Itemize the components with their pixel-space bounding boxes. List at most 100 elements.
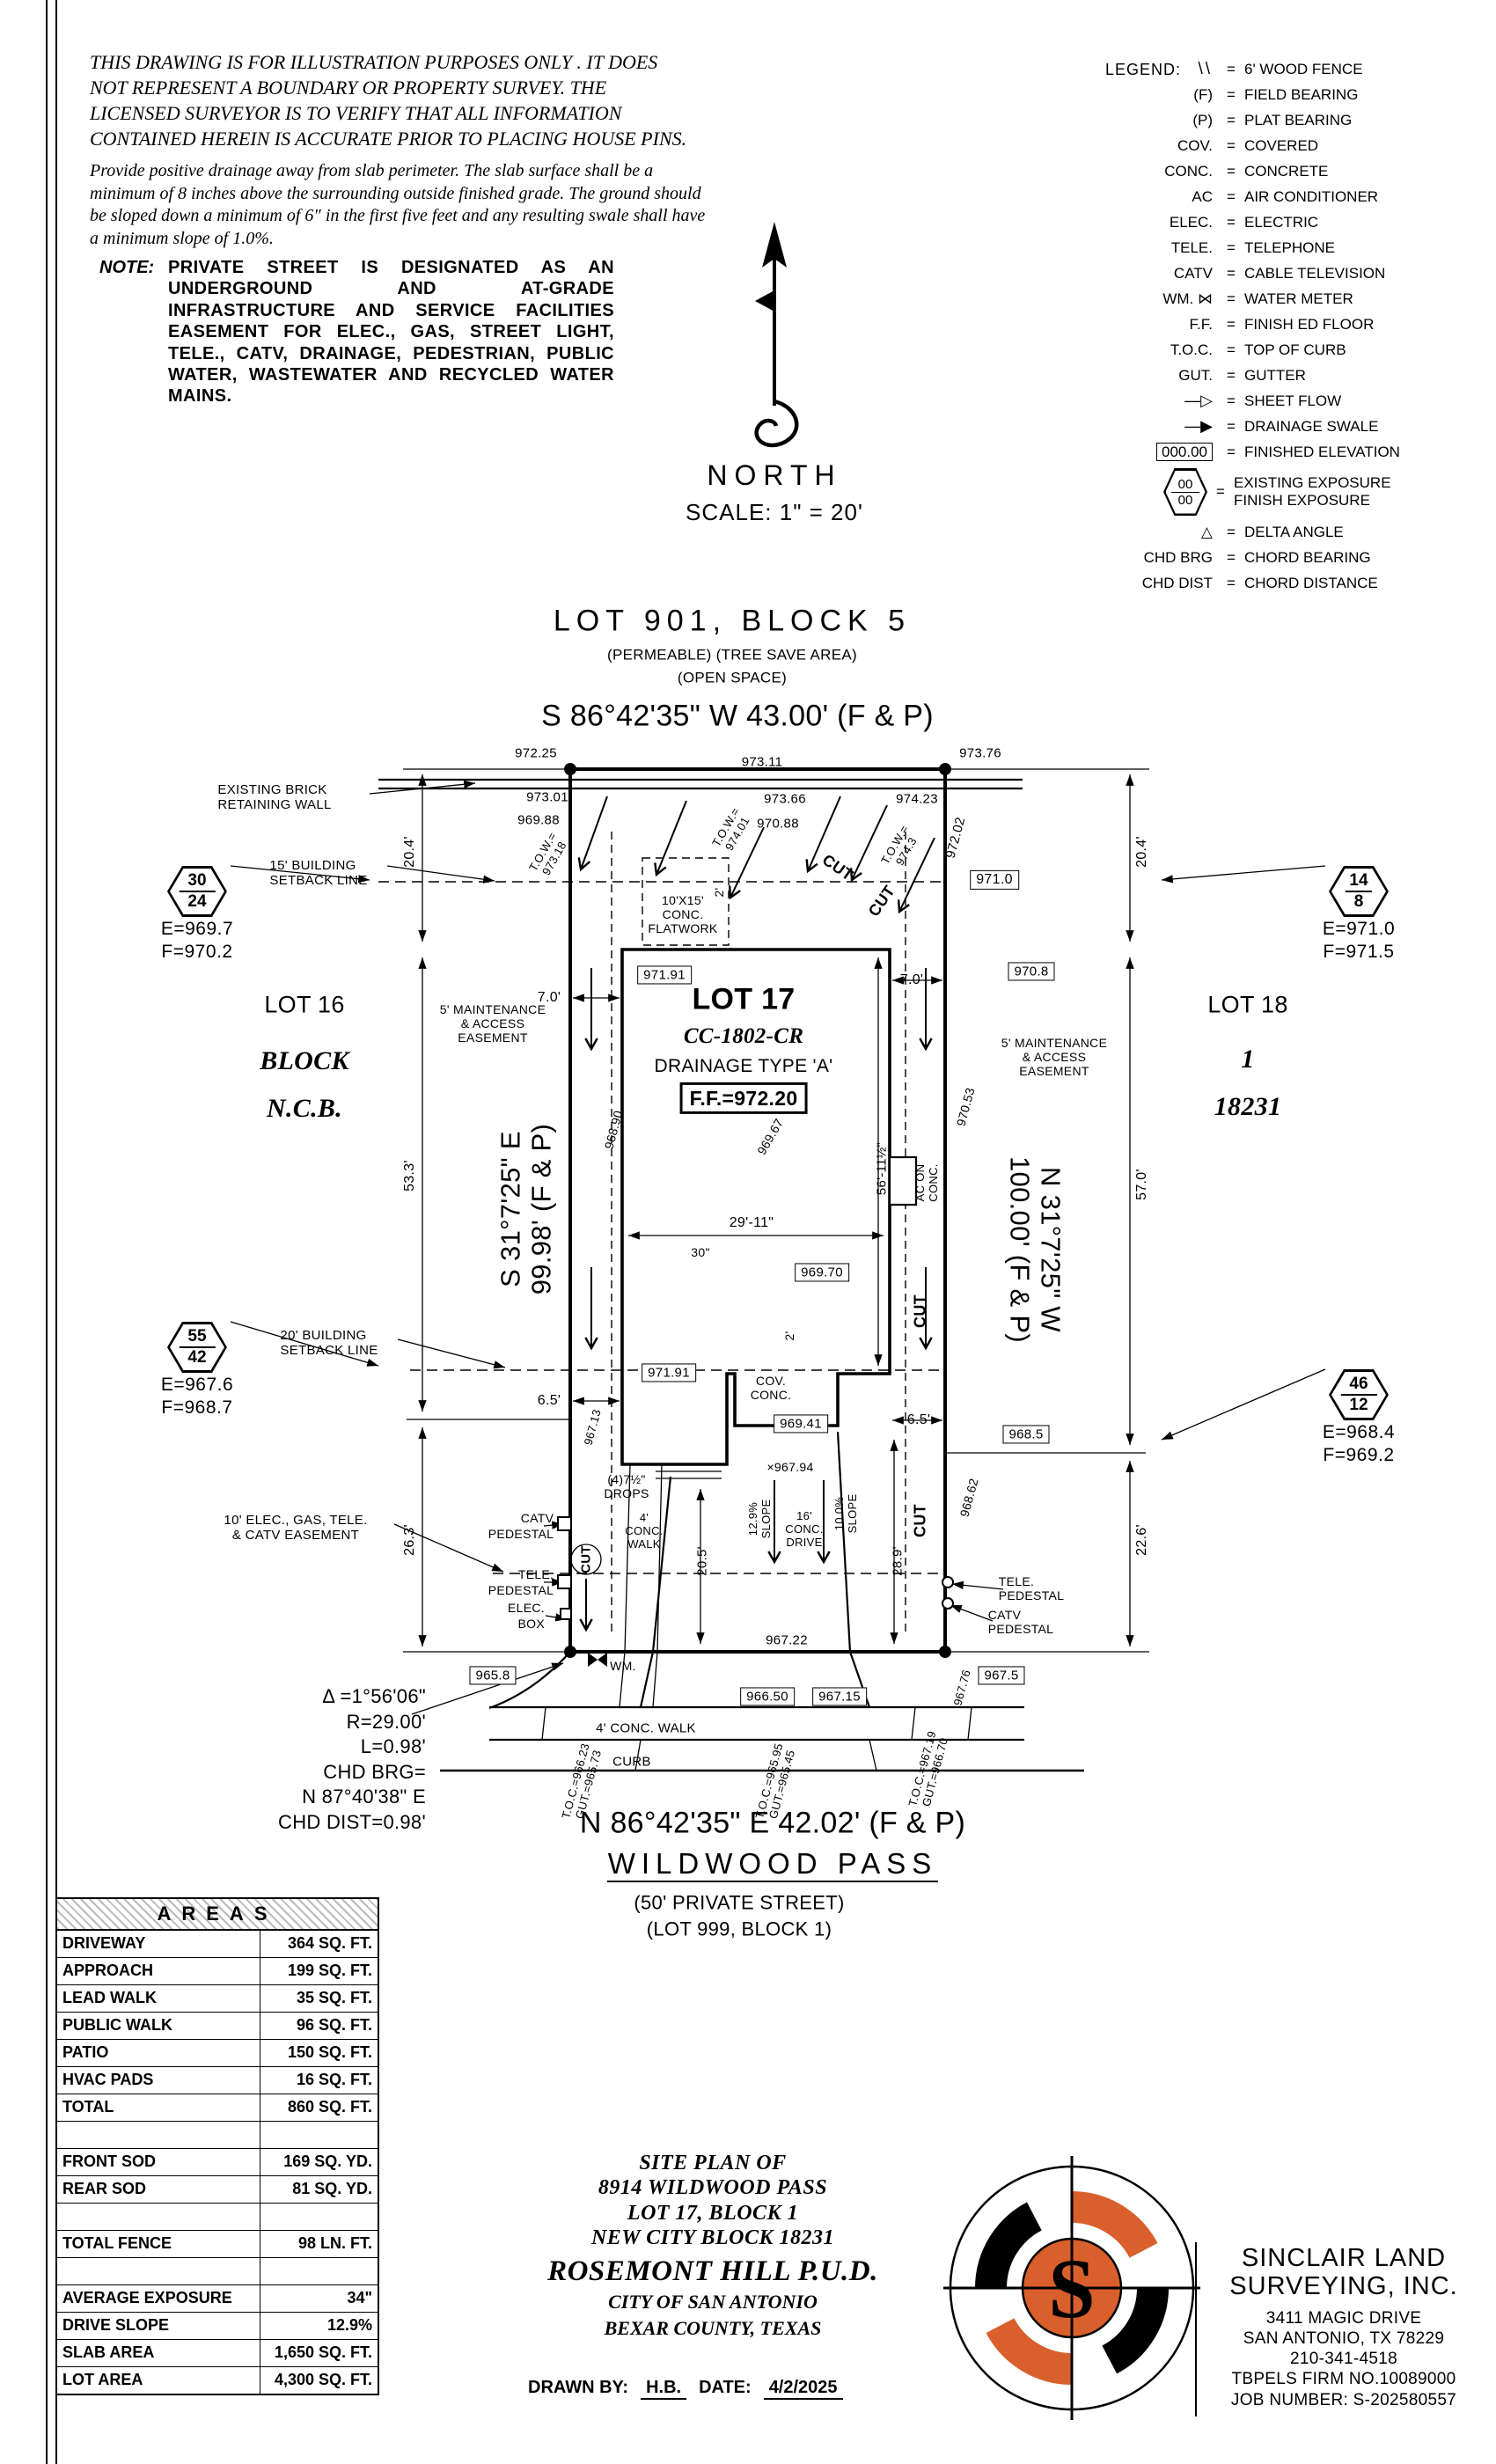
legend-label: FINISH ED FLOOR — [1244, 315, 1375, 333]
legend-item: (F) = FIELD BEARING — [1105, 82, 1484, 107]
plot-label: 6.5' — [537, 1392, 561, 1408]
area-label: DRIVE SLOPE — [57, 2313, 260, 2339]
plot-label: DRAINAGE TYPE 'A' — [654, 1056, 833, 1077]
plot-label: 965.8 — [469, 1666, 517, 1685]
area-label: DRIVEWAY — [57, 1931, 260, 1957]
plot-label: 972.25 — [515, 745, 557, 761]
title-line: SITE PLAN OF — [639, 2152, 787, 2174]
plot-label: 973.11 — [741, 754, 783, 770]
south-boundary-bearing: N 86°42'35" E 42.02' (F & P) — [579, 1806, 966, 1840]
legend-symbol: WM. ⋈ — [1162, 290, 1213, 307]
area-value: 364 SQ. FT. — [287, 1934, 372, 1952]
areas-table-row: DRIVEWAY 364 SQ. FT. — [57, 1931, 378, 1958]
legend-symbol: AC — [1192, 187, 1213, 205]
plot-label: BLOCK — [260, 1045, 349, 1075]
legend-label: FINISHED ELEVATION — [1244, 443, 1400, 460]
area-label — [57, 2258, 260, 2284]
legend-item: 000.00 = FINISHED ELEVATION — [1105, 439, 1484, 465]
legend-symbol: \\ — [1198, 59, 1213, 78]
area-value: 150 SQ. FT. — [287, 2043, 372, 2061]
legend-equals: = — [1227, 162, 1236, 180]
plot-label: 967.15 — [812, 1687, 867, 1706]
area-value — [260, 2204, 378, 2230]
legend-symbol: CONC. — [1164, 162, 1213, 180]
legend-item: CONC. = CONCRETE — [1105, 158, 1484, 184]
scale-label: SCALE: 1" = 20' — [686, 499, 863, 525]
legend-equals: = — [1216, 483, 1225, 500]
note-label: NOTE: — [99, 258, 155, 277]
north-arrow-icon — [754, 222, 799, 448]
legend-equals: = — [1227, 392, 1236, 409]
street-name: WILDWOOD PASS — [607, 1847, 938, 1881]
legend-label: GUTTER — [1244, 366, 1306, 384]
areas-table-row: SLAB AREA 1,650 SQ. FT. — [57, 2340, 378, 2367]
plot-label: (OPEN SPACE) — [677, 669, 788, 686]
plot-label: TELE.PEDESTAL — [488, 1566, 554, 1597]
surveyor-logo: S — [940, 2156, 1204, 2420]
legend-label: FIELD BEARING — [1244, 85, 1359, 103]
area-label — [57, 2122, 260, 2148]
city-line: CITY OF SAN ANTONIO — [608, 2291, 818, 2314]
legend-symbol: CHD BRG — [1143, 548, 1213, 566]
legend-label: DELTA ANGLE — [1244, 523, 1344, 540]
legend-equals: = — [1227, 290, 1236, 307]
north-boundary-bearing: S 86°42'35" W 43.00' (F & P) — [541, 699, 934, 733]
areas-table: AREAS DRIVEWAY 364 SQ. FT. APPROACH 199 … — [55, 1897, 379, 2395]
plot-label: CC-1802-CR — [683, 1023, 804, 1048]
plot-label: 6.5' — [906, 1412, 931, 1427]
area-label: TOTAL — [57, 2094, 260, 2121]
legend-label: ELECTRIC — [1244, 213, 1319, 231]
legend-equals: = — [1227, 213, 1236, 231]
plot-label: (50' PRIVATE STREET) — [634, 1891, 845, 1914]
legend-item: ELEC. = ELECTRIC — [1105, 209, 1484, 235]
company-name: SINCLAIR LAND — [1241, 2244, 1447, 2272]
area-value — [260, 2122, 378, 2148]
plot-label: 970.8 — [1008, 962, 1055, 981]
areas-table-row: PUBLIC WALK 96 SQ. FT. — [57, 2013, 378, 2040]
legend-equals: = — [1227, 523, 1236, 540]
plot-label: 973.01 — [526, 789, 568, 805]
legend-equals: = — [1227, 238, 1236, 256]
area-value — [260, 2258, 378, 2284]
legend-symbol: COV. — [1177, 136, 1213, 154]
area-value: 1,650 SQ. FT. — [274, 2343, 372, 2361]
plot-label: 973.66 — [764, 791, 806, 807]
date-value: 4/2/2025 — [763, 2378, 843, 2400]
legend-equals: = — [1227, 366, 1236, 384]
plot-label: WM. — [610, 1659, 636, 1674]
plot-label: 967.22 — [766, 1632, 808, 1648]
drawn-by-row: DRAWN BY: H.B. DATE: 4/2/2025 — [528, 2378, 843, 2400]
surveyor-logo-icon: S — [943, 2156, 1200, 2420]
areas-table-row: REAR SOD 81 SQ. YD. — [57, 2176, 378, 2204]
company-city: SAN ANTONIO, TX 78229 — [1243, 2329, 1445, 2349]
legend: LEGEND: \\ = 6' WOOD FENCE (F) — [1105, 56, 1484, 596]
sheet-margin-line — [46, 0, 48, 2464]
area-label: SLAB AREA — [57, 2340, 260, 2366]
legend-item: 00 00 = EXISTING EXPOSURE FINISH EXPOSUR… — [1105, 465, 1484, 519]
areas-table-title: AREAS — [57, 1899, 378, 1931]
legend-label: CABLE TELEVISION — [1244, 264, 1386, 282]
area-value: 35 SQ. FT. — [296, 1989, 372, 2006]
legend-item: COV. = COVERED — [1105, 133, 1484, 158]
legend-item: —▷ = SHEET FLOW — [1105, 388, 1484, 414]
legend-label: CONCRETE — [1244, 162, 1329, 180]
drawn-by-label: DRAWN BY: — [528, 2378, 629, 2397]
subdivision-name: ROSEMONT HILL P.U.D. — [547, 2255, 878, 2288]
legend-symbol: T.O.C. — [1170, 341, 1213, 358]
plot-label: 971.0 — [970, 869, 1019, 891]
areas-table-row: AVERAGE EXPOSURE 34" — [57, 2285, 378, 2313]
legend-equals: = — [1227, 315, 1236, 333]
legend-item: TELE. = TELEPHONE — [1105, 235, 1484, 260]
plot-label: 968.5 — [1002, 1425, 1050, 1444]
logo-letter: S — [1048, 2241, 1095, 2336]
area-value: 98 LN. FT. — [297, 2234, 372, 2252]
legend-item: GUT. = GUTTER — [1105, 363, 1484, 388]
legend-symbol: —▶ — [1184, 417, 1213, 435]
